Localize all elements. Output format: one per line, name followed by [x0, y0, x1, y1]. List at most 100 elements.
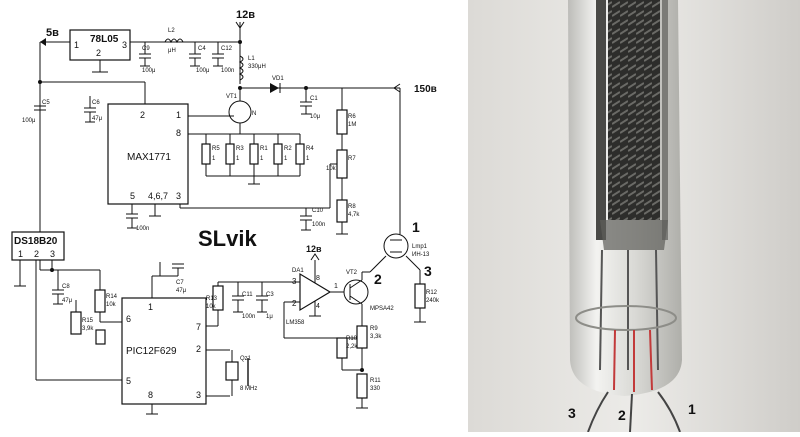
- mosfet-vt1-icon: [228, 100, 252, 124]
- button-switch-icon: [95, 329, 106, 345]
- da1-pin4: 4: [316, 303, 320, 310]
- pic-pin7: 7: [196, 322, 201, 332]
- rail-5v-label: 5в: [46, 27, 59, 39]
- c12-label: C12: [221, 46, 233, 52]
- c12-value: 100n: [221, 68, 234, 74]
- c1-value: 10μ: [310, 114, 321, 120]
- ds-pin2: 2: [34, 249, 39, 259]
- c1-label: C1: [310, 96, 318, 102]
- vd1-label: VD1: [272, 76, 284, 82]
- ic-pic12f629: [121, 297, 207, 405]
- r14-label: R14: [106, 294, 118, 300]
- vt2-label: VT2: [346, 270, 358, 276]
- r8-value: 4,7k: [348, 212, 360, 218]
- ds-pin3: 3: [50, 249, 55, 259]
- ds18b20-name: DS18B20: [14, 236, 58, 247]
- c10-value: 100n: [312, 222, 325, 228]
- r7-value: 10k: [326, 166, 337, 172]
- r3-value: 1: [236, 156, 240, 162]
- diagram-title: SLvik: [198, 226, 257, 251]
- transistor-vt2-icon: [343, 279, 369, 305]
- diode-vd1-icon: [270, 83, 279, 93]
- da1-pin3: 3: [292, 277, 297, 286]
- r11-label: R11: [370, 378, 381, 384]
- r14-value: 10k: [106, 302, 117, 308]
- resistor-r6: [336, 109, 348, 135]
- resistor-r13: [212, 285, 224, 311]
- r4-value: 1: [306, 156, 310, 162]
- resistor-r7: [336, 149, 348, 179]
- photo-lead-label-right: 1: [688, 401, 696, 417]
- inductor-l2-icon: [164, 38, 184, 44]
- r9-label: R9: [370, 326, 378, 332]
- callout-r12-pin3: 3: [424, 263, 432, 279]
- c5-label: C5: [42, 100, 50, 106]
- c3-value: 1μ: [266, 314, 273, 320]
- resistor-r8: [336, 199, 348, 223]
- sensor-ds18b20: [11, 231, 65, 261]
- r5-value: 1: [212, 156, 216, 162]
- c11-value: 100n: [242, 314, 255, 320]
- c6-label: C6: [92, 100, 100, 106]
- c3-label: C3: [266, 292, 274, 298]
- lamp-in13-icon: [383, 233, 409, 259]
- reg-pin3: 3: [122, 40, 127, 50]
- vt2-value: MPSA42: [370, 306, 394, 312]
- pic-pin8: 8: [148, 390, 153, 400]
- r3-label: R3: [236, 146, 244, 152]
- r11-value: 330: [370, 386, 381, 392]
- lamp-label: Lmp1: [412, 244, 428, 250]
- r10-label: R10: [346, 336, 358, 342]
- da1-pin8: 8: [316, 275, 320, 282]
- r13-value: 10k: [206, 304, 217, 310]
- resistor-r14: [94, 289, 106, 313]
- callout-vt2-pin2: 2: [374, 271, 382, 287]
- crystal-qz1-icon: [225, 361, 239, 381]
- rail-12v-opamp-label: 12в: [306, 244, 322, 254]
- c11-label: C11: [242, 292, 253, 298]
- r2-label: R2: [284, 146, 292, 152]
- inductor-l1-icon: [238, 55, 244, 81]
- da1-value: LM358: [286, 320, 305, 326]
- schematic-svg: 5в 78L05 1 3 2 C9 100μ L2 μH C4 100μ C12…: [11, 9, 440, 415]
- c4-label: C4: [198, 46, 206, 52]
- schematic-diagram: 5в 78L05 1 3 2 C9 100μ L2 μH C4 100μ C12…: [11, 9, 441, 415]
- lamp-value: ИН-13: [412, 252, 430, 258]
- pic-pin6: 6: [126, 314, 131, 324]
- r8-label: R8: [348, 204, 356, 210]
- l1-value: 330μH: [248, 64, 266, 70]
- qz1-label: Qz1: [240, 356, 252, 362]
- r6-label: R6: [348, 114, 356, 120]
- pic-pin3: 3: [196, 390, 201, 400]
- max-pin2: 2: [140, 110, 145, 120]
- max-pin8: 8: [176, 128, 181, 138]
- r12-label: R12: [426, 290, 438, 296]
- reg-pin1: 1: [74, 40, 79, 50]
- r9-value: 3,3k: [370, 334, 382, 340]
- r15-label: R15: [82, 318, 94, 324]
- c5-value: 100μ: [22, 118, 36, 124]
- r5-label: R5: [212, 146, 220, 152]
- pic-name: PIC12F629: [126, 346, 177, 357]
- 5v-arrow-icon: [40, 38, 46, 46]
- ic-max1771: [107, 103, 189, 205]
- da1-pin2: 2: [292, 299, 297, 308]
- resistor-r12: [414, 283, 426, 309]
- resistor-r11: [356, 373, 368, 399]
- resistor-r9: [356, 325, 368, 349]
- c9-value: 100μ: [142, 68, 156, 74]
- c8-label: C8: [62, 284, 70, 290]
- r2-value: 1: [284, 156, 288, 162]
- tube-photo-svg: 3 2 1: [468, 0, 800, 432]
- pic-pin1: 1: [148, 302, 153, 312]
- l2-value: μH: [168, 48, 176, 54]
- tube-photo: 3 2 1: [468, 0, 800, 432]
- rail-150v-label: 150в: [414, 84, 437, 95]
- c6-value: 47μ: [92, 116, 103, 122]
- callout-lamp-pin1: 1: [412, 219, 420, 235]
- rail-12v-top-label: 12в: [236, 9, 255, 21]
- l1-label: L1: [248, 56, 255, 62]
- da1-label: DA1: [292, 268, 304, 274]
- pic-pin2: 2: [196, 344, 201, 354]
- photo-lead-label-left: 3: [568, 405, 576, 421]
